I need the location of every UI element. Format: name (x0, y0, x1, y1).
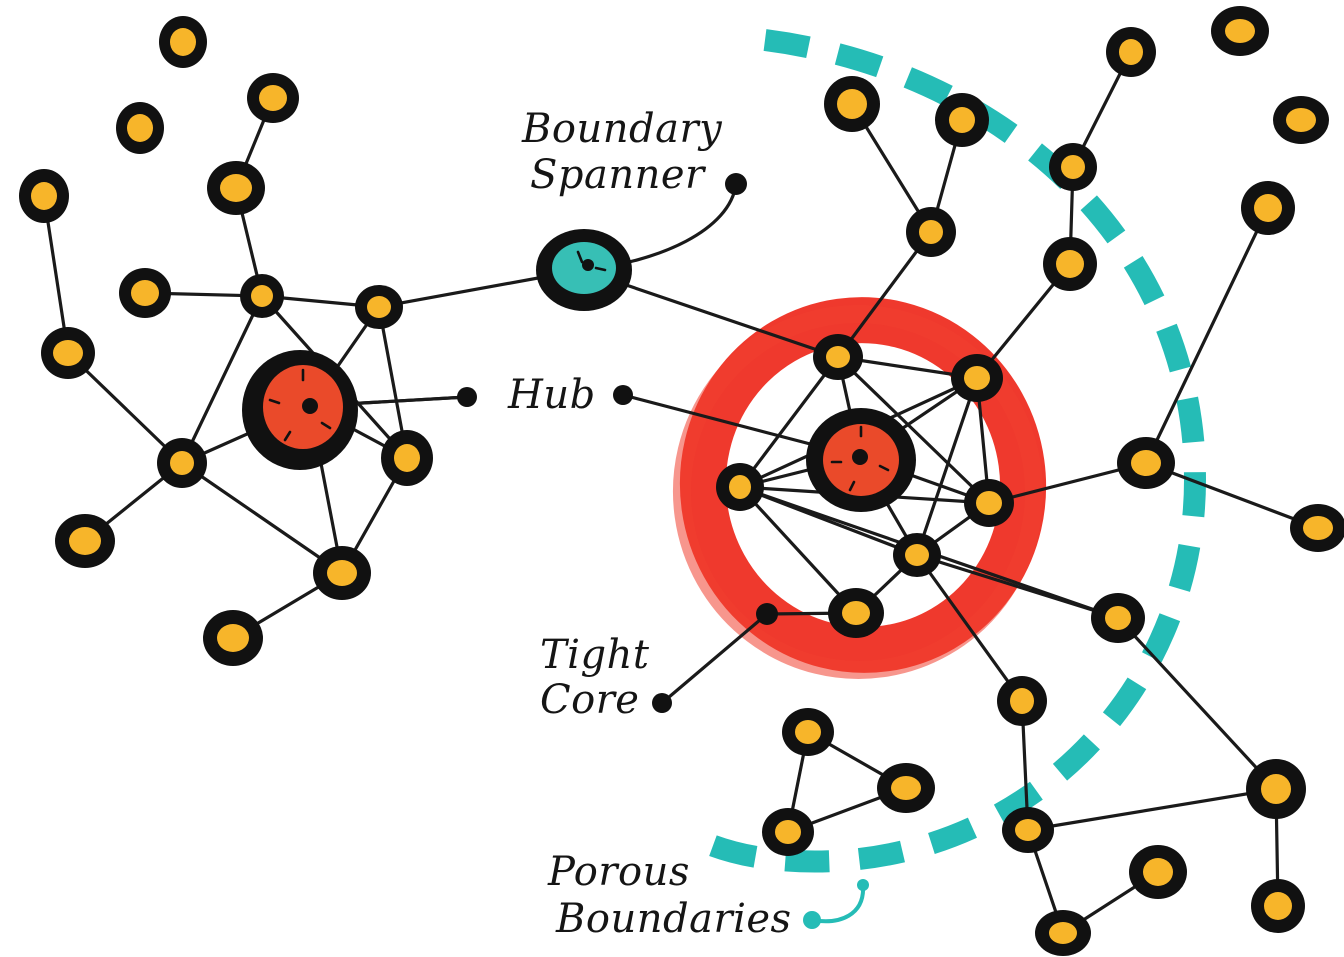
network-node (1251, 879, 1305, 933)
label-hub: Hub (507, 372, 596, 418)
network-node (997, 676, 1047, 726)
network-node (1117, 437, 1175, 489)
label-tight-core-line2: Core (540, 677, 639, 723)
label-porous-line1: Porous (547, 849, 690, 895)
network-node (1106, 27, 1156, 77)
network-node (1246, 759, 1306, 819)
network-node (906, 207, 956, 257)
network-node (313, 546, 371, 600)
label-tight-core-line1: Tight (540, 632, 650, 678)
network-node (1290, 504, 1344, 552)
network-node (1043, 237, 1097, 291)
network-node (1211, 6, 1269, 56)
network-node (828, 588, 884, 638)
network-node (1273, 96, 1329, 144)
network-node (964, 479, 1014, 527)
network-node (935, 93, 989, 147)
network-node (159, 16, 207, 68)
label-boundary-spanner-line1: Boundary (521, 106, 723, 152)
network-nodes (19, 6, 1344, 956)
network-node (1129, 845, 1187, 899)
network-node (240, 274, 284, 318)
network-node (116, 102, 164, 154)
network-node (813, 334, 863, 380)
label-boundary-spanner-line2: Spanner (530, 152, 707, 198)
network-node (157, 438, 207, 488)
network-node (247, 73, 299, 123)
network-node (1241, 181, 1295, 235)
network-node (1035, 910, 1091, 956)
network-node (1049, 143, 1097, 191)
network-node (19, 169, 69, 223)
tight-core-ring (672, 297, 1047, 679)
network-node (1091, 593, 1145, 643)
label-porous-line2: Boundaries (555, 896, 792, 942)
network-node (355, 285, 403, 329)
network-node (716, 463, 764, 511)
hub-node-right (806, 408, 916, 512)
hub-node-left (242, 350, 358, 470)
network-node (762, 808, 814, 856)
network-node (119, 268, 171, 318)
network-node (203, 610, 263, 666)
network-node (55, 514, 115, 568)
network-node (893, 533, 941, 577)
network-node (381, 430, 433, 486)
diagram-labels: Boundary Spanner Hub Tight Core Porous B… (507, 106, 792, 942)
network-node (877, 763, 935, 813)
network-node (951, 354, 1003, 402)
leader-dots (457, 173, 869, 929)
boundary-spanner-node (536, 229, 632, 311)
porous-boundary-arc (690, 29, 1207, 873)
network-node (824, 76, 880, 132)
network-node (41, 327, 95, 379)
network-node (782, 708, 834, 756)
network-node (207, 161, 265, 215)
network-node (1002, 807, 1054, 853)
